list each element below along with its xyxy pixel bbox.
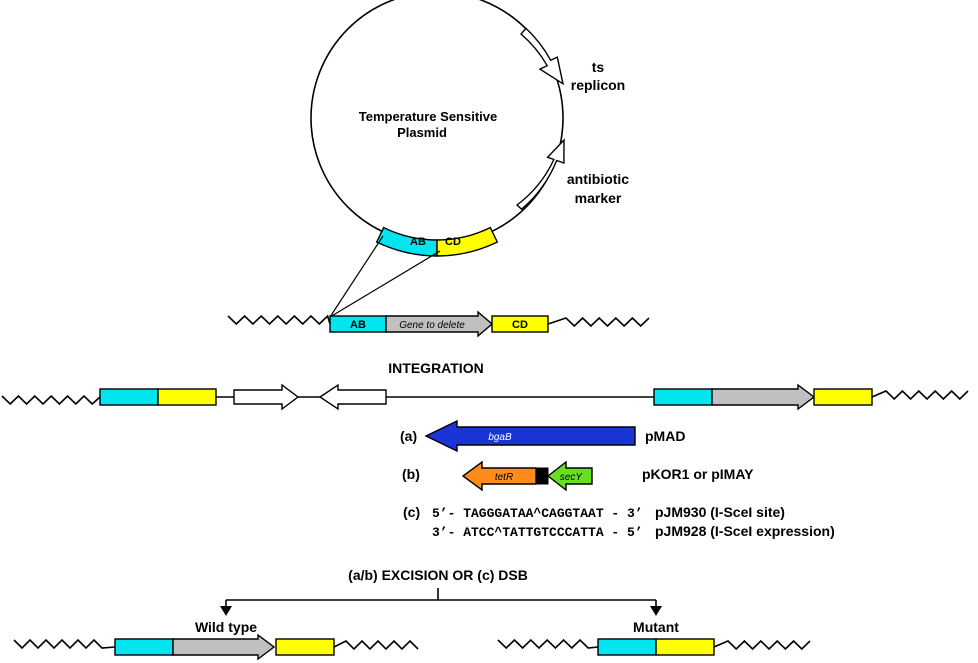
excision-branches xyxy=(220,588,662,616)
plasmid-title-line1: Temperature Sensitive xyxy=(359,109,497,124)
crossover-line-right xyxy=(329,250,441,318)
excision-label: (a/b) EXCISION OR (c) DSB xyxy=(348,567,528,583)
option-c-letter: (c) xyxy=(403,504,420,520)
option-a: (a) bgaB pMAD xyxy=(400,419,685,453)
antibiotic-marker-label-line1: antibiotic xyxy=(567,171,629,187)
antibiotic-marker-arrow xyxy=(515,138,565,211)
integrated-replicon-arrow xyxy=(233,383,300,411)
mutant-wave-left xyxy=(497,638,599,650)
integrated-chromosome xyxy=(1,383,969,411)
mutant-wave-right xyxy=(713,639,811,651)
integrated-arm-cd-left xyxy=(157,388,217,406)
plasmid: AB CD Temperature Sensitive Plasmid ts r… xyxy=(310,0,629,318)
wild-type-outcome: Wild type xyxy=(13,619,419,661)
ts-replicon-label-line1: ts xyxy=(592,59,605,75)
integrated-wave-right xyxy=(871,389,969,401)
pmad-label: pMAD xyxy=(645,428,685,444)
option-c: (c) 5’- TAGGGATAA^CAGGTAAT - 3’ pJM930 (… xyxy=(403,504,835,540)
ts-replicon-label-line2: replicon xyxy=(571,77,625,93)
integrated-arm-cd-right xyxy=(813,388,873,406)
isce1-site-sequence: 5’- TAGGGATAA^CAGGTAAT - 3’ xyxy=(432,506,643,521)
wild-type-arm-cd xyxy=(275,638,335,656)
chromosome-target: AB Gene to delete CD xyxy=(227,310,650,338)
mutant-outcome: Mutant xyxy=(497,619,811,656)
integrated-gene-arrow xyxy=(711,383,816,411)
crossover-line-left xyxy=(329,235,384,318)
branch-right-arrowhead xyxy=(650,606,662,616)
wild-type-arm-ab xyxy=(114,638,174,656)
plasmid-title-line2: Plasmid xyxy=(397,125,447,140)
spacer-block xyxy=(535,467,549,485)
branch-left-arrowhead xyxy=(220,606,232,616)
option-b: (b) tetR secY pKOR1 or pIMAY xyxy=(402,460,754,492)
isce1-complement-sequence: 3’- ATCC^TATTGTCCCATTA - 5’ xyxy=(432,525,643,540)
antibiotic-marker-label-line2: marker xyxy=(575,190,622,206)
mutant-arm-ab xyxy=(597,638,657,656)
mutant-arm-cd xyxy=(655,638,715,656)
chromosome-arm-ab-label: AB xyxy=(350,319,366,331)
plasmid-arm-ab xyxy=(375,226,438,257)
bgab-label: bgaB xyxy=(488,432,512,443)
option-a-letter: (a) xyxy=(400,428,417,444)
plasmid-arm-ab-label: AB xyxy=(410,236,426,248)
plasmid-arm-cd-label: CD xyxy=(445,236,461,248)
gene-to-delete-label: Gene to delete xyxy=(399,320,465,331)
secy-arrow xyxy=(546,460,593,492)
tetr-label: tetR xyxy=(495,472,513,483)
wild-type-gene-arrow xyxy=(172,633,276,661)
bgab-arrow xyxy=(424,419,636,453)
integrated-wave-left xyxy=(1,394,101,406)
integrated-arm-ab-right xyxy=(653,388,713,406)
mutant-label: Mutant xyxy=(633,619,679,635)
chromosome-arm-cd-label: CD xyxy=(512,319,528,331)
pkor1-pimay-label: pKOR1 or pIMAY xyxy=(642,466,754,482)
secy-label: secY xyxy=(560,472,584,483)
wild-type-wave-right xyxy=(333,639,419,651)
gene-to-delete-arrow xyxy=(385,310,494,338)
option-b-letter: (b) xyxy=(402,466,420,482)
integrated-marker-arrow xyxy=(318,383,387,411)
pjm928-label: pJM928 (I-SceI expression) xyxy=(655,523,835,539)
ts-replicon-arrow xyxy=(520,27,565,86)
chromosome-wave-left xyxy=(227,314,331,326)
plasmid-arm-cd xyxy=(436,226,499,257)
pjm930-label: pJM930 (I-SceI site) xyxy=(655,504,785,520)
chromosome-wave-right xyxy=(547,316,650,328)
wild-type-label: Wild type xyxy=(195,619,257,635)
tetr-arrow xyxy=(461,460,537,492)
integrated-arm-ab-left xyxy=(99,388,159,406)
wild-type-wave-left xyxy=(13,638,116,650)
integration-label: INTEGRATION xyxy=(388,360,483,376)
